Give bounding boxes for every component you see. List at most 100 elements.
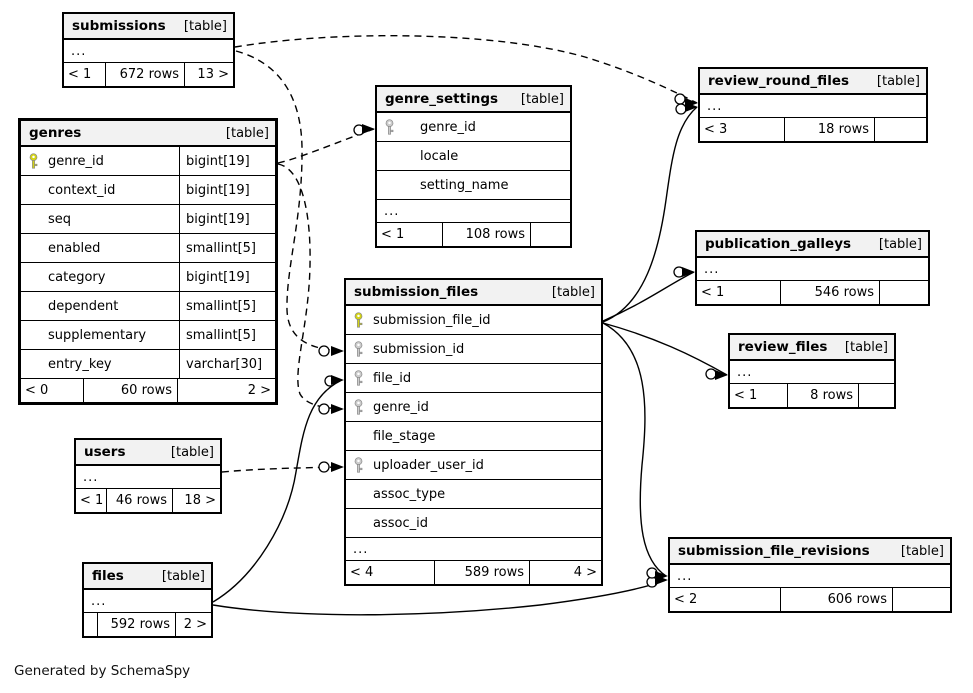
parent-count-cell xyxy=(84,613,98,636)
table-name[interactable]: review_files xyxy=(738,339,828,355)
column-cell: submission_file_id xyxy=(346,306,601,334)
columns-ellipsis-row: ... xyxy=(346,538,601,561)
row-count-cell: 546 rows xyxy=(781,281,880,304)
parent-count-cell: < 3 xyxy=(700,118,785,141)
column-type: bigint[19] xyxy=(179,147,275,175)
column-type: smallint[5] xyxy=(179,292,275,320)
child-count-cell: 2 > xyxy=(247,383,271,398)
relationship-submissions-submission_files xyxy=(235,50,344,357)
column-cell: locale xyxy=(377,142,570,170)
column-name: supplementary xyxy=(48,327,147,343)
key-icon-placeholder xyxy=(28,356,39,372)
table-name[interactable]: genres xyxy=(29,125,82,141)
parent-count-cell: < 1 xyxy=(377,223,443,246)
ellipsis-label: ... xyxy=(91,593,107,609)
row-count-cell: 592 rows xyxy=(98,613,176,636)
table-name[interactable]: submission_files xyxy=(354,284,479,300)
table-type-badge: [table] xyxy=(878,236,922,252)
table-name[interactable]: submissions xyxy=(72,18,166,34)
key-icon-placeholder xyxy=(28,327,39,343)
column-row-setting_name: setting_name xyxy=(377,171,570,200)
table-name[interactable]: publication_galleys xyxy=(705,236,852,252)
column-type-label: smallint[5] xyxy=(186,240,256,256)
relationship-submission_files-publication_galleys xyxy=(602,266,695,322)
key-icon-placeholder xyxy=(353,486,364,502)
key-icon-placeholder xyxy=(28,211,39,227)
column-cell: ... xyxy=(76,466,220,488)
column-row-locale: locale xyxy=(377,142,570,171)
column-type-label: bigint[19] xyxy=(186,211,250,227)
table-type-badge: [table] xyxy=(844,339,888,355)
row-count-cell: 46 rows xyxy=(107,489,173,512)
column-row-file_stage: file_stage xyxy=(346,422,601,451)
relationship-users-submission_files xyxy=(221,461,344,473)
relationship-submission_files-review_round_files xyxy=(602,102,698,323)
table-header: review_round_files[table] xyxy=(700,69,926,95)
generated-by-note: Generated by SchemaSpy xyxy=(14,663,191,679)
column-name: enabled xyxy=(48,240,101,256)
table-name[interactable]: files xyxy=(92,568,124,584)
column-cell: ... xyxy=(730,361,894,383)
row-count-cell: 589 rows xyxy=(435,561,530,584)
column-type-label: varchar[30] xyxy=(186,356,263,372)
parent-count-cell: < 1 xyxy=(697,281,781,304)
column-type: smallint[5] xyxy=(179,321,275,349)
child-count-cell xyxy=(880,281,928,304)
column-cell: enabled xyxy=(21,234,179,262)
parent-count-cell: < 1 xyxy=(730,384,788,407)
parent-count-cell: < 1 xyxy=(64,63,106,86)
column-cell: uploader_user_id xyxy=(346,451,601,479)
column-cell: category xyxy=(21,263,179,291)
column-cell: ... xyxy=(64,40,233,62)
table-type-badge: [table] xyxy=(551,284,595,300)
table-name[interactable]: genre_settings xyxy=(385,91,499,107)
parent-count-cell: < 0 xyxy=(21,379,84,402)
row-count-cell: 60 rows xyxy=(84,379,178,402)
key-icon-placeholder xyxy=(28,269,39,285)
child-count-cell: 13 > xyxy=(197,67,229,82)
column-cell: genre_id xyxy=(21,147,179,175)
column-row-submission_file_id: submission_file_id xyxy=(346,306,601,335)
column-name: submission_file_id xyxy=(373,312,491,328)
child-count-cell: 4 > xyxy=(573,565,597,580)
column-name: genre_id xyxy=(420,119,476,135)
column-cell: ... xyxy=(670,565,950,587)
table-header: publication_galleys [table] xyxy=(697,232,928,258)
column-cell: supplementary xyxy=(21,321,179,349)
columns-ellipsis-row: ... xyxy=(377,200,570,223)
table-name[interactable]: users xyxy=(84,444,126,460)
row-count-cell: 672 rows xyxy=(106,63,185,86)
column-row-genre_id: genre_id xyxy=(346,393,601,422)
column-name: entry_key xyxy=(48,356,112,372)
column-cell: ... xyxy=(700,95,926,117)
row-count-cell: 18 rows xyxy=(785,118,875,141)
columns-ellipsis-row: ... xyxy=(64,40,233,63)
column-cell: submission_id xyxy=(346,335,601,363)
column-cell: file_stage xyxy=(346,422,601,450)
table-header: submissions[table] xyxy=(64,14,233,40)
ellipsis-label: ... xyxy=(71,43,87,59)
ellipsis-label: ... xyxy=(737,364,753,380)
column-row-assoc_id: assoc_id xyxy=(346,509,601,538)
columns-ellipsis-row: ... xyxy=(670,565,950,588)
table-name[interactable]: review_round_files xyxy=(708,73,850,89)
table-node-submission_files[interactable]: submission_files [table] submission_file_i… xyxy=(344,278,603,586)
column-cell: file_id xyxy=(346,364,601,392)
parent-count-cell: < 4 xyxy=(346,561,435,584)
table-name[interactable]: submission_file_revisions xyxy=(678,543,870,559)
